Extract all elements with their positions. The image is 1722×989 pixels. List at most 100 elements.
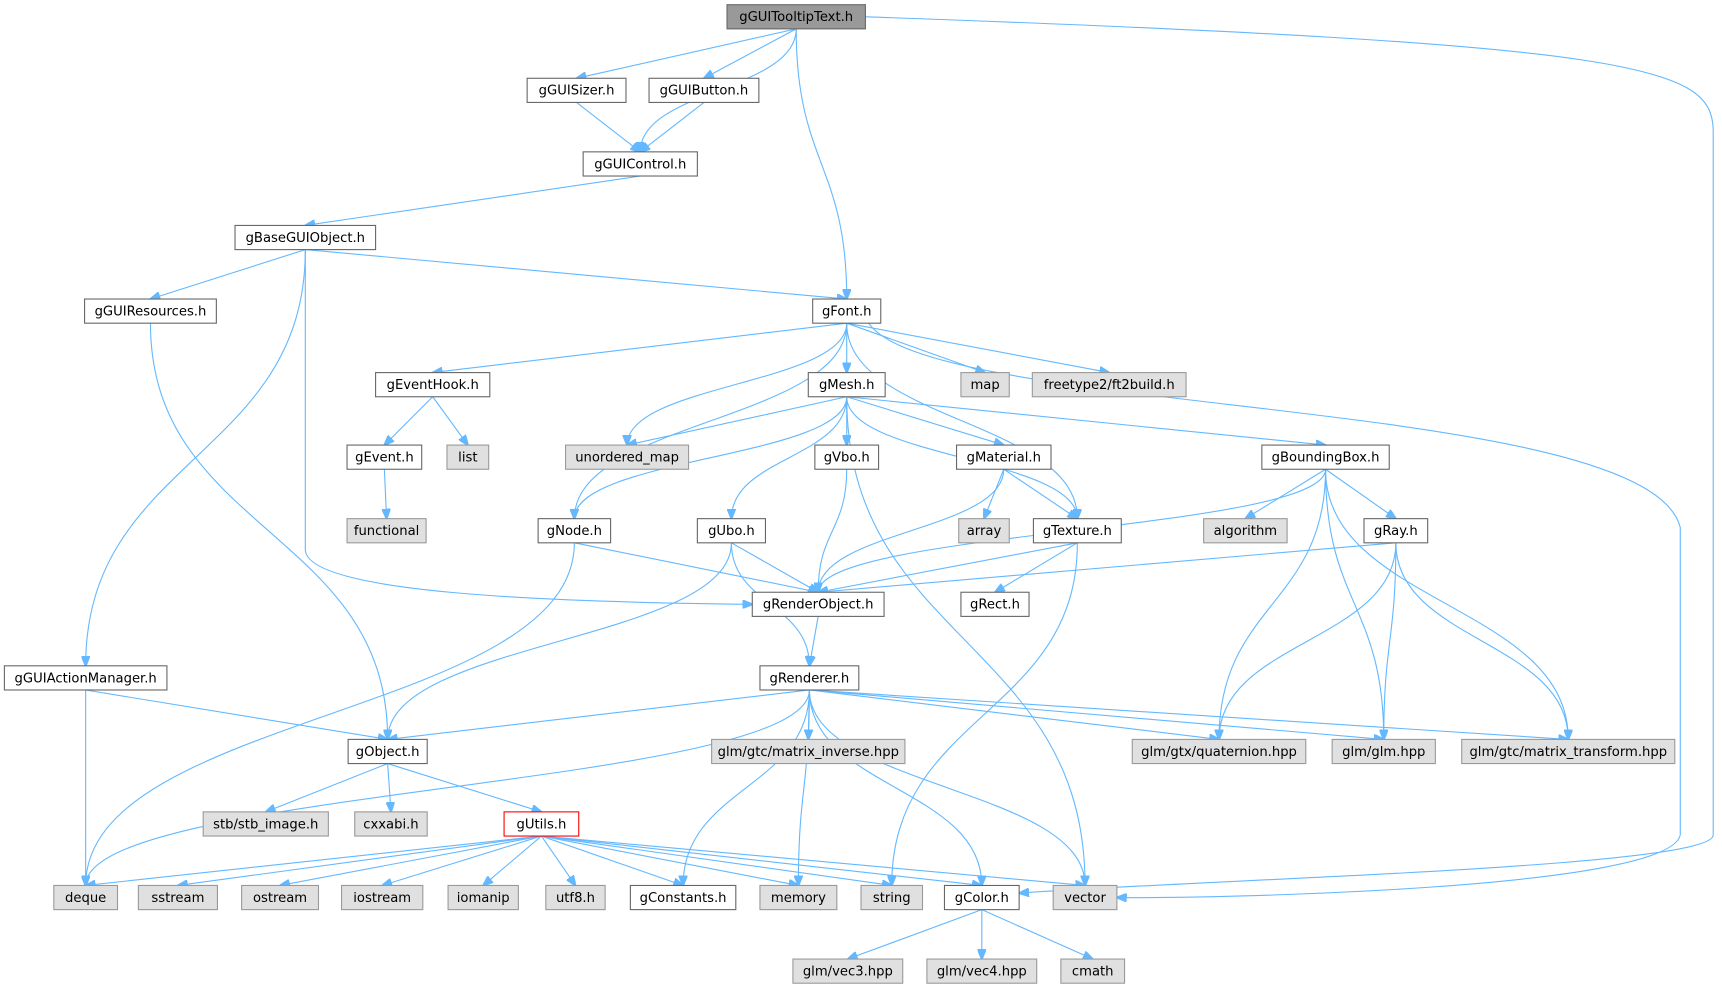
- node-gconstants-h[interactable]: gConstants.h: [629, 884, 737, 911]
- edge-gbaseguiobject-h-to-gguiresources-h: [150, 249, 306, 299]
- node-label: glm/glm.hpp: [1342, 745, 1425, 760]
- node-gcolor-h[interactable]: gColor.h: [943, 884, 1020, 911]
- node-box: [202, 811, 329, 837]
- node-box: [751, 591, 885, 617]
- node-label: memory: [771, 891, 826, 906]
- edge-grenderer-h-to-glm-gtx-quaternion-hpp: [809, 689, 1219, 739]
- node-box: [503, 811, 580, 837]
- node-gevent-h[interactable]: gEvent.h: [346, 444, 423, 470]
- node-label: algorithm: [1214, 524, 1278, 539]
- edge-gguicontrol-h-to-gbaseguiobject-h: [305, 175, 641, 225]
- edge-gcolor-h-to-glm-vec3-hpp: [848, 909, 982, 959]
- edge-gutils-h-to-vector: [541, 835, 1085, 885]
- node-gray-h[interactable]: gRay.h: [1363, 518, 1429, 544]
- node-gvbo-h[interactable]: gVbo.h: [814, 444, 880, 470]
- node-box: [726, 4, 866, 30]
- edge-gutils-h-to-utf8-h: [540, 835, 575, 885]
- node-gutils-h[interactable]: gUtils.h: [503, 811, 580, 837]
- node-label: cmath: [1072, 965, 1114, 980]
- node-box: [814, 444, 880, 470]
- edge-gutils-h-to-iomanip: [483, 835, 542, 885]
- node-gguiactionmanager-h[interactable]: gGUIActionManager.h: [3, 665, 168, 691]
- node-label: glm/gtx/quaternion.hpp: [1141, 745, 1297, 760]
- node-gnode-h[interactable]: gNode.h: [537, 518, 612, 544]
- edge-gmesh-h-to-gmaterial-h: [846, 396, 1004, 445]
- node-box: [354, 811, 428, 837]
- node-box: [84, 298, 217, 324]
- node-box: [347, 738, 428, 765]
- node-algorithm: algorithm: [1203, 518, 1288, 544]
- node-gbaseguiobject-h[interactable]: gBaseGUIObject.h: [234, 224, 377, 251]
- edge-gbaseguiobject-h-to-gfont-h: [305, 249, 846, 299]
- node-label: gGUIActionManager.h: [15, 671, 157, 686]
- edge-grenderer-h-to-gobject-h: [388, 689, 810, 739]
- node-box: [3, 665, 168, 691]
- node-gboundingbox-h[interactable]: gBoundingBox.h: [1261, 444, 1390, 470]
- node-box: [1461, 738, 1676, 765]
- node-glm-glm-hpp: glm/glm.hpp: [1331, 738, 1436, 765]
- node-box: [340, 884, 424, 911]
- node-box: [137, 884, 218, 911]
- node-gguiresources-h[interactable]: gGUIResources.h: [84, 298, 217, 324]
- node-grenderobject-h[interactable]: gRenderObject.h: [751, 591, 885, 617]
- edge-gray-h-to-glm-gtx-quaternion-hpp: [1219, 542, 1397, 740]
- node-gguisizer-h[interactable]: gGUISizer.h: [526, 77, 627, 103]
- edge-grenderobject-h-to-grenderer-h: [809, 616, 819, 665]
- node-label: stb/stb_image.h: [213, 817, 318, 832]
- node-array: array: [958, 518, 1010, 544]
- node-box: [346, 444, 423, 470]
- node-box: [446, 444, 490, 470]
- node-gubo-h[interactable]: gUbo.h: [696, 518, 767, 544]
- node-label: deque: [65, 891, 106, 906]
- node-box: [375, 372, 491, 398]
- node-box: [241, 884, 320, 911]
- node-geventhook-h[interactable]: gEventHook.h: [375, 372, 491, 398]
- node-box: [812, 298, 882, 324]
- edge-gutils-h-to-gcolor-h: [541, 835, 981, 885]
- node-box: [1203, 518, 1288, 544]
- node-gmaterial-h[interactable]: gMaterial.h: [955, 444, 1052, 470]
- edge-gfont-h-to-unordered-map: [627, 323, 848, 445]
- node-gguicontrol-h[interactable]: gGUIControl.h: [582, 151, 698, 177]
- edge-gguiresources-h-to-gobject-h: [149, 323, 387, 739]
- node-label: gNode.h: [547, 524, 602, 539]
- node-gfont-h[interactable]: gFont.h: [812, 298, 882, 324]
- node-gguibutton-h[interactable]: gGUIButton.h: [648, 77, 760, 103]
- edge-geventhook-h-to-list: [432, 396, 468, 445]
- edge-gmaterial-h-to-grenderobject-h: [818, 469, 1005, 592]
- edge-grenderer-h-to-memory: [798, 689, 810, 885]
- node-gobject-h[interactable]: gObject.h: [347, 738, 428, 765]
- nodes: gGUITooltipText.h gGUISizer.h gGUIButton.h…: [3, 4, 1676, 984]
- node-utf8-h: utf8.h: [545, 884, 606, 911]
- edge-gmesh-h-to-gubo-h: [731, 396, 848, 519]
- node-box: [346, 518, 427, 544]
- edge-grenderer-h-to-deque: [86, 689, 810, 885]
- node-label: gColor.h: [955, 891, 1009, 906]
- node-box: [1031, 372, 1187, 398]
- edge-gboundingbox-h-to-gray-h: [1325, 468, 1396, 518]
- node-gguitooltiptext-h[interactable]: gGUITooltipText.h: [726, 4, 866, 30]
- edge-grenderer-h-to-gconstants-h: [683, 689, 810, 885]
- node-box: [1331, 738, 1436, 765]
- edge-gguitooltiptext-h-to-gguibutton-h: [704, 28, 797, 78]
- edge-gmesh-h-to-vector: [846, 396, 1085, 886]
- node-box: [711, 738, 906, 765]
- edge-gmesh-h-to-unordered-map: [627, 396, 847, 445]
- edge-gutils-h-to-string: [541, 835, 891, 885]
- node-grect-h[interactable]: gRect.h: [960, 591, 1030, 617]
- node-box: [943, 884, 1020, 911]
- node-functional: functional: [346, 518, 427, 544]
- node-gtexture-h[interactable]: gTexture.h: [1032, 518, 1122, 544]
- node-label: gBaseGUIObject.h: [246, 231, 365, 246]
- node-label: glm/vec4.hpp: [937, 965, 1027, 980]
- edge-gvbo-h-to-grenderobject-h: [818, 469, 848, 592]
- node-label: gObject.h: [356, 745, 420, 760]
- node-label: glm/vec3.hpp: [803, 965, 893, 980]
- node-label: gGUITooltipText.h: [739, 10, 853, 25]
- edge-gfont-h-to-map: [846, 322, 985, 372]
- node-gmesh-h[interactable]: gMesh.h: [807, 372, 886, 398]
- node-box: [582, 151, 698, 177]
- node-grenderer-h[interactable]: gRenderer.h: [759, 665, 860, 691]
- node-ostream: ostream: [241, 884, 320, 911]
